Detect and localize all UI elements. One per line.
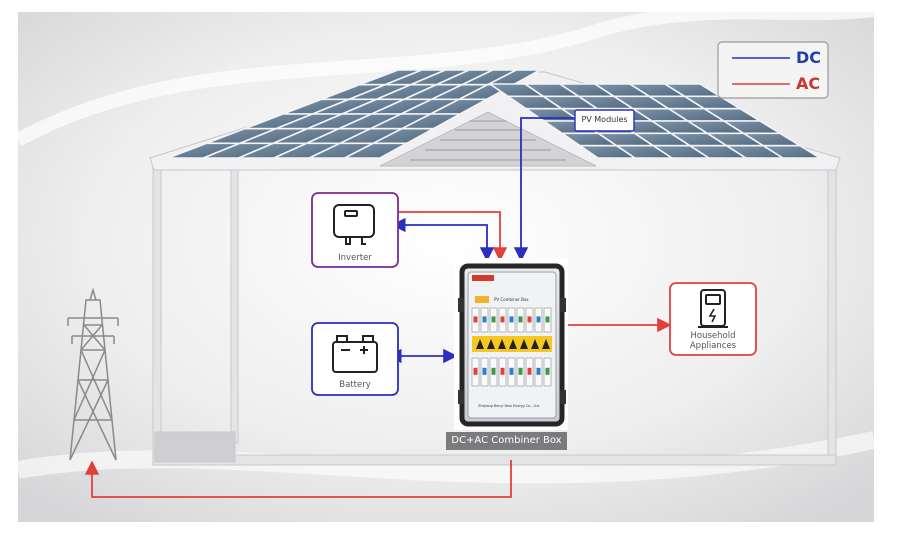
breaker-switch (473, 316, 478, 323)
breaker-switch (518, 316, 523, 323)
warning-triangle-icon (542, 339, 550, 349)
breaker-switch (500, 316, 505, 323)
inverter-label: Inverter (338, 253, 372, 263)
breaker-switch (527, 367, 532, 375)
breaker-switch (536, 316, 541, 323)
household-node (669, 282, 757, 356)
ac-line-grid (84, 460, 512, 498)
breaker-switch (518, 367, 523, 375)
breaker-switch (491, 367, 496, 375)
breaker-row-top (471, 307, 552, 333)
legend-ac-label: AC (796, 74, 821, 93)
combiner-box (454, 258, 568, 430)
battery-icon (332, 335, 378, 373)
solar-panels-left (167, 69, 541, 159)
legend (717, 41, 829, 99)
household-label-line1: Household (690, 331, 736, 341)
breaker-switch (509, 367, 514, 375)
dc-line-inverter (391, 217, 495, 262)
background-swoosh (14, 3, 875, 147)
combiner-caption: DC+AC Combiner Box (451, 435, 562, 446)
breaker-switch (491, 316, 496, 323)
breaker-switch (500, 367, 505, 375)
breaker-row-bottom (471, 357, 552, 387)
combiner-caption-bg (446, 432, 567, 450)
inverter-node (311, 192, 399, 268)
warning-triangle-icon (487, 339, 495, 349)
ev-charger-icon (698, 289, 728, 328)
solar-panels-right (487, 83, 823, 159)
warning-triangle-icon (509, 339, 517, 349)
warning-triangle-icon (531, 339, 539, 349)
transmission-tower-icon (67, 287, 119, 461)
connection-lines (84, 117, 672, 498)
breaker-switch (473, 367, 478, 375)
pv-modules-label: PV Modules (581, 115, 628, 124)
breaker-switch (545, 367, 550, 375)
breaker-switch (527, 316, 532, 323)
dc-line-pv (513, 117, 575, 262)
warning-triangle-icon (520, 339, 528, 349)
pv-modules-box (574, 109, 635, 132)
ac-line-inverter (398, 211, 508, 262)
breaker-switch (509, 316, 514, 323)
breaker-switch (482, 316, 487, 323)
battery-label: Battery (339, 380, 371, 390)
solar-panel-cell (344, 142, 408, 159)
breaker-switch (536, 367, 541, 375)
household-label-line2: Appliances (689, 341, 737, 351)
warning-triangle-icon (476, 339, 484, 349)
breaker-switch (545, 316, 550, 323)
combiner-maker-label: Zhejiang Benyi New Energy Co., Ltd. (478, 404, 540, 408)
combiner-panel-title: PV Combiner Box (494, 297, 529, 302)
house-frame (152, 162, 837, 466)
warning-triangle-icon (498, 339, 506, 349)
battery-node (311, 322, 399, 396)
breaker-switch (482, 367, 487, 375)
solar-panel-cell (760, 144, 823, 159)
legend-dc-label: DC (796, 48, 822, 67)
warning-labels (476, 339, 550, 349)
inverter-icon (333, 204, 375, 245)
